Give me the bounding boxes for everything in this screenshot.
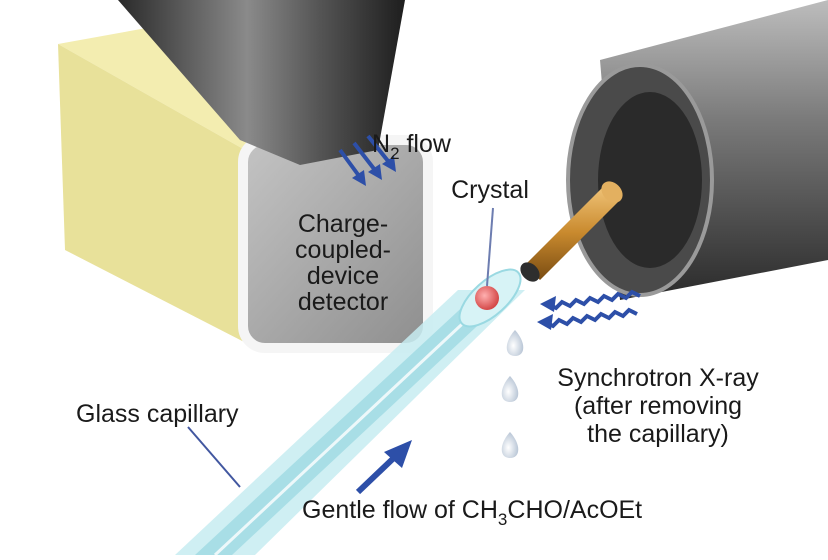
detector-side <box>58 44 250 345</box>
synchrotron-label-line: the capillary) <box>587 420 729 448</box>
xray-wave-arrows <box>537 289 641 330</box>
droplet-icon <box>501 432 519 458</box>
detector-label-line: coupled- <box>295 236 391 264</box>
gentle-flow-label: Gentle flow of CH3CHO/AcOEt <box>302 496 642 529</box>
synchrotron-label-line: Synchrotron X-ray <box>557 364 759 392</box>
droplet-icon <box>501 376 519 402</box>
solvent-droplets <box>501 330 524 458</box>
synchrotron-label: Synchrotron X-ray (after removing the ca… <box>557 364 759 448</box>
cold-stream-cone <box>118 0 405 165</box>
crystal-sample <box>475 286 499 310</box>
crystal-pointer-line <box>486 207 494 287</box>
detector-label-line: Charge- <box>298 210 388 238</box>
droplet-icon <box>506 330 524 356</box>
synchrotron-label-line: (after removing <box>574 392 742 420</box>
n2-flow-arrows <box>338 134 396 186</box>
collimator-nozzle <box>520 181 623 282</box>
xray-tube-inner <box>598 92 702 268</box>
detector-label-line: detector <box>298 288 388 316</box>
n2-flow-label: N2 flow <box>372 130 452 163</box>
crystal-label: Crystal <box>451 176 529 204</box>
xray-source-tube <box>566 0 828 300</box>
detector-label-line: device <box>307 262 379 290</box>
gentle-flow-arrow <box>355 440 412 495</box>
glass-capillary-pointer-line <box>187 426 241 488</box>
glass-capillary-label: Glass capillary <box>76 400 239 428</box>
detector-label: Charge- coupled- device detector <box>295 210 391 316</box>
